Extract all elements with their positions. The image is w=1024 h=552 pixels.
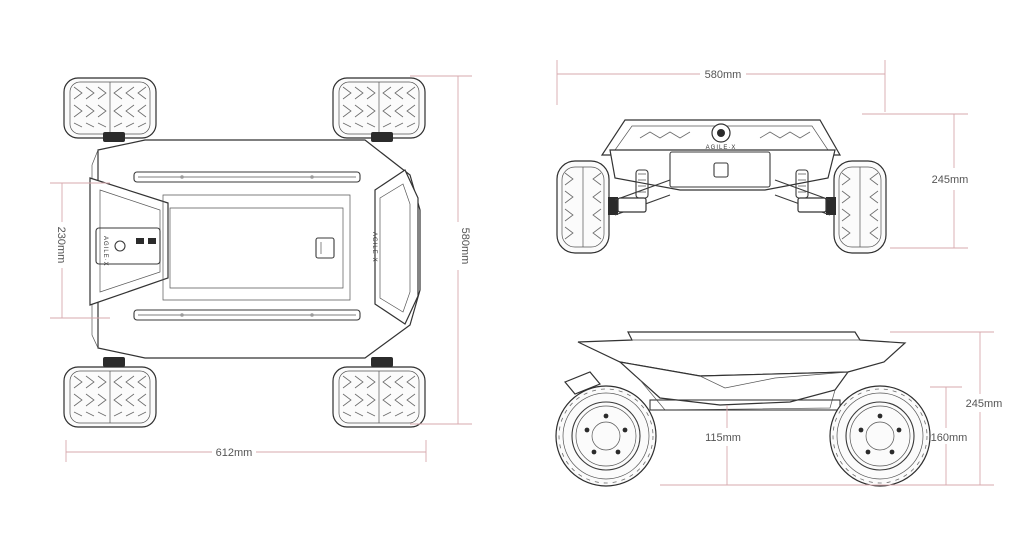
top-power-button-icon (114, 240, 126, 252)
front-width-dimension: 580mm (705, 69, 742, 81)
front-height-dimension: 245mm (932, 174, 969, 186)
top-chassis (97, 139, 421, 359)
front-logo: AGILE·X (706, 145, 737, 151)
side-view: 245mm 160mm 115mm (555, 331, 1003, 487)
front-wheel-right (833, 160, 887, 254)
side-deck (577, 331, 907, 377)
side-height-dimension: 245mm (966, 398, 1003, 410)
side-bumper (564, 371, 601, 395)
top-wheel-front-left (63, 77, 157, 139)
top-handle-icon (315, 237, 335, 259)
top-front-logo: AGILE·X (102, 236, 108, 267)
top-axle-gap-dimension: 230mm (55, 227, 67, 264)
top-rear-logo: AGILE·X (371, 232, 377, 263)
top-rear-bumper (374, 169, 419, 325)
top-nose (89, 177, 169, 306)
side-clearance-dimension: 115mm (705, 432, 741, 444)
top-rail-front (133, 171, 361, 183)
top-wheel-rear-left (63, 366, 157, 428)
top-wheel-rear-right (332, 366, 426, 428)
top-wheel-front-right (332, 77, 426, 139)
side-wheel-rear (829, 385, 931, 487)
side-wheel-front (555, 385, 657, 487)
front-panel (669, 151, 771, 188)
top-view: AGILE·X AGILE·X 612mm 580mm 230mm (50, 75, 472, 462)
front-view: AGILE·X 580mm 245mm (556, 60, 969, 254)
top-width-dimension: 612mm (216, 447, 253, 459)
top-length-dimension: 580mm (459, 228, 471, 265)
side-wheel-dimension: 160mm (931, 432, 968, 444)
front-wheel-left (556, 160, 610, 254)
top-rail-rear (133, 309, 361, 321)
